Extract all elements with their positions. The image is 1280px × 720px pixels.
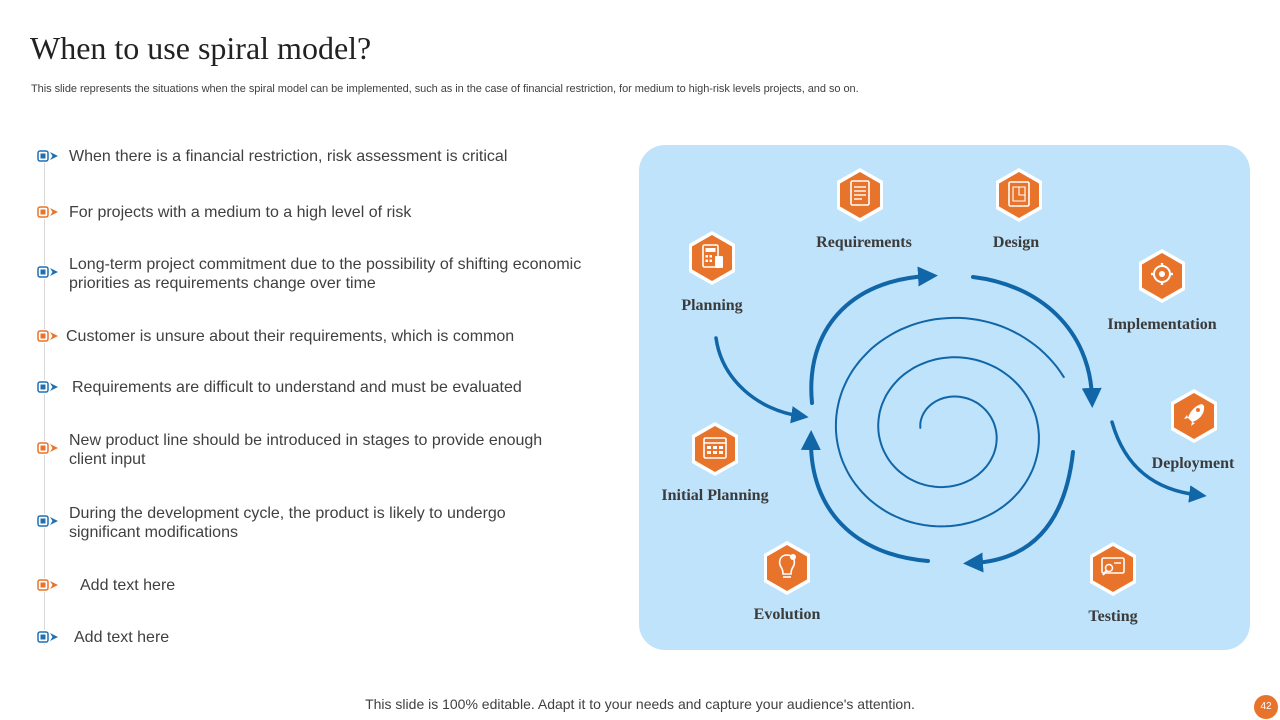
lightbulb-icon xyxy=(764,541,810,595)
bullet-arrow-icon xyxy=(37,265,61,279)
rocket-icon xyxy=(1171,389,1217,443)
bullet-arrow-icon xyxy=(37,578,61,592)
inbound-arrow xyxy=(714,336,809,424)
bullet-arrow-icon xyxy=(37,380,61,394)
bullet-item: Add text here xyxy=(37,576,175,595)
outer-arc-bottom-arrow xyxy=(963,450,1075,573)
bullet-text: Add text here xyxy=(74,629,170,646)
bullet-arrow-icon xyxy=(37,205,61,219)
outer-arc-lower-left-arrow xyxy=(800,430,930,563)
bullet-text: Customer is unsure about their requireme… xyxy=(66,328,515,345)
slide-title: When to use spiral model? xyxy=(30,30,372,66)
gear-brain-icon xyxy=(1139,249,1185,303)
stage-label-deployment: Deployment xyxy=(1151,455,1235,472)
bullet-text: Requirements are difficult to understand… xyxy=(72,379,522,396)
monitor-test-icon xyxy=(1090,542,1136,596)
stage-label-planning: Planning xyxy=(681,297,743,314)
outer-arc-right-arrow xyxy=(971,275,1102,408)
bullet-item: Customer is unsure about their requireme… xyxy=(37,327,514,346)
bullet-arrow-icon xyxy=(37,514,61,528)
stage-label-design: Design xyxy=(992,234,1040,251)
stage-label-testing: Testing xyxy=(1088,608,1138,625)
bullet-item: When there is a financial restriction, r… xyxy=(37,147,507,166)
spiral-line xyxy=(834,316,1065,528)
bullet-text: During the development cycle, the produc… xyxy=(69,505,506,541)
bullet-text: New product line should be introduced in… xyxy=(69,432,543,468)
bullet-arrow-icon xyxy=(37,149,61,163)
bullet-item: Requirements are difficult to understand… xyxy=(37,378,522,397)
stage-label-evolution: Evolution xyxy=(753,606,821,623)
footer-note: This slide is 100% editable. Adapt it to… xyxy=(365,696,915,712)
bullet-arrow-icon xyxy=(37,329,61,343)
bullet-item: Add text here xyxy=(37,628,169,647)
page-number-badge: 42 xyxy=(1254,695,1278,719)
outbound-arrow xyxy=(1110,420,1207,503)
stage-label-requirements: Requirements xyxy=(816,234,912,251)
bullet-text: Long-term project commitment due to the … xyxy=(69,256,582,292)
bullet-text: When there is a financial restriction, r… xyxy=(69,148,508,165)
bullet-item: During the development cycle, the produc… xyxy=(37,504,539,542)
calendar-icon xyxy=(692,422,738,476)
blueprint-icon xyxy=(996,168,1042,222)
bullet-guide-line xyxy=(44,150,45,645)
bullet-arrow-icon xyxy=(37,441,61,455)
bullet-item: Long-term project commitment due to the … xyxy=(37,255,589,293)
bullet-item: New product line should be introduced in… xyxy=(37,431,549,469)
outer-arc-left-arrow xyxy=(809,266,938,405)
bullet-text: Add text here xyxy=(80,577,176,594)
stage-label-initial-planning: Initial Planning xyxy=(661,487,769,504)
slide-subtitle: This slide represents the situations whe… xyxy=(31,83,859,95)
stage-label-implementation: Implementation xyxy=(1107,316,1217,333)
bullet-item: For projects with a medium to a high lev… xyxy=(37,203,411,222)
document-icon xyxy=(837,168,883,222)
calculator-icon xyxy=(689,231,735,285)
bullet-arrow-icon xyxy=(37,630,61,644)
bullet-text: For projects with a medium to a high lev… xyxy=(69,204,412,221)
